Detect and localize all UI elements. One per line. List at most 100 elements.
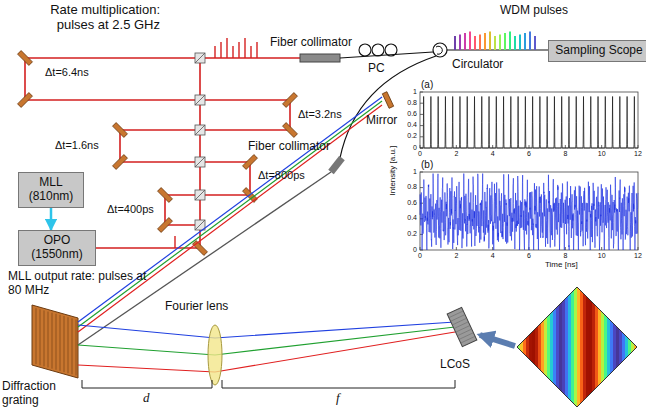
polarization-controller-loop <box>372 44 384 56</box>
tick-label: 8 <box>557 150 573 158</box>
tick-label: 1 <box>401 168 417 176</box>
phase-stripe <box>550 287 553 407</box>
phase-stripe <box>613 287 616 407</box>
phase-stripe <box>625 287 628 407</box>
tick-label: 4 <box>485 252 501 260</box>
mirror <box>283 93 298 108</box>
dimension-label: f <box>336 391 340 406</box>
axis-tick <box>492 247 493 250</box>
beam-splitter-diagonal <box>195 125 205 135</box>
delay-label: Δt=800ps <box>258 169 305 182</box>
pulse-spike <box>250 46 251 58</box>
phase-stripe <box>571 287 574 407</box>
tick-label: 0.2 <box>401 132 417 140</box>
tick-label: 0 <box>412 150 428 158</box>
wdm-pulse <box>524 33 526 50</box>
plot-frame <box>420 92 638 148</box>
wdm-pulse <box>494 36 496 50</box>
beam-splitter-diagonal <box>195 190 205 200</box>
lcos-pixel-row <box>452 318 467 325</box>
tick-label: 0 <box>412 252 428 260</box>
pulse-spike <box>226 38 227 58</box>
part-label: Fiber collimator <box>248 140 330 154</box>
mirror <box>18 51 33 66</box>
phase-stripe <box>568 287 571 407</box>
grating-groove <box>44 310 45 366</box>
delay-label: Δt=1.6ns <box>55 139 99 152</box>
mirror <box>113 155 128 170</box>
wdm-pulse <box>469 32 471 51</box>
axis-tick <box>492 145 493 148</box>
phase-stripe <box>598 287 601 407</box>
tick-label: 0.2 <box>401 230 417 238</box>
lcos-pixel-row <box>454 322 469 329</box>
axis-tick <box>420 145 421 148</box>
section-title: Rate multiplication: pulses at 2.5 GHz <box>10 3 160 33</box>
phase-stripe <box>586 287 589 407</box>
phase-stripe <box>583 287 586 407</box>
beam-splitter <box>195 125 205 135</box>
pulse-spike <box>256 42 257 58</box>
fourier-lens <box>208 325 222 385</box>
wdm-pulse <box>514 36 516 50</box>
tick-label: 6 <box>521 150 537 158</box>
axis-tick <box>456 145 457 148</box>
tick-label: 4 <box>485 150 501 158</box>
wdm-pulse <box>499 35 501 51</box>
axis-title: Time [ns] <box>545 260 578 269</box>
beam-splitter-diagonal <box>195 95 205 105</box>
part-label: Fourier lens <box>165 300 228 314</box>
delay-label: Δt=400ps <box>107 203 154 216</box>
axis-tick <box>565 145 566 148</box>
dimension-bracket <box>82 380 212 388</box>
pulse-spike <box>232 46 233 58</box>
diffraction-grating <box>32 305 78 378</box>
phase-stripe <box>526 287 529 407</box>
pulse-spike <box>220 42 221 58</box>
phase-stripe <box>604 287 607 407</box>
mirror <box>193 241 208 256</box>
pulse-spike <box>174 236 175 248</box>
delay-line-beam <box>200 100 290 130</box>
tick-label: 0.4 <box>401 214 417 222</box>
grating-groove <box>64 316 65 372</box>
device-box: Sampling Scope <box>548 40 646 62</box>
fiber <box>447 49 560 50</box>
phase-stripe <box>616 287 619 407</box>
ray-red <box>78 332 455 372</box>
box-label: MLL (810nm) <box>25 176 77 204</box>
pulse-spike <box>244 38 245 58</box>
lcos-panel <box>447 307 477 346</box>
wdm-pulse <box>519 35 521 51</box>
mirror <box>158 188 173 203</box>
tick-label: 0.8 <box>401 99 417 107</box>
note-label: MLL output rate: pulses at 80 MHz <box>8 270 158 298</box>
axis-tick <box>638 247 639 250</box>
tick-label: 0 <box>401 246 417 254</box>
panel-label: (b) <box>421 159 433 171</box>
axis-tick <box>420 114 423 115</box>
delay-line-beam <box>120 130 200 162</box>
beam-splitter <box>195 157 205 167</box>
tick-label: 2 <box>448 150 464 158</box>
mirror <box>158 218 173 233</box>
phase-stripe <box>619 287 622 407</box>
phase-pattern <box>517 287 637 407</box>
dimension-bracket <box>222 380 455 388</box>
phase-stripe <box>622 287 625 407</box>
fiber <box>340 52 433 58</box>
phase-stripe <box>538 287 541 407</box>
mirror <box>113 123 128 138</box>
beam-splitter <box>195 53 205 63</box>
delay-label: Δt=3.2ns <box>298 108 342 121</box>
wdm-pulse <box>484 33 486 50</box>
part-label: LCoS <box>440 358 470 372</box>
beam-splitter-diagonal <box>195 53 205 63</box>
delay-line-beam <box>200 162 250 195</box>
fiber-collimator <box>300 54 340 62</box>
grating-groove <box>52 313 53 369</box>
phase-stripe <box>532 287 535 407</box>
phase-stripe <box>601 287 604 407</box>
fiber-collimator <box>331 158 342 172</box>
wdm-pulse <box>529 32 531 51</box>
